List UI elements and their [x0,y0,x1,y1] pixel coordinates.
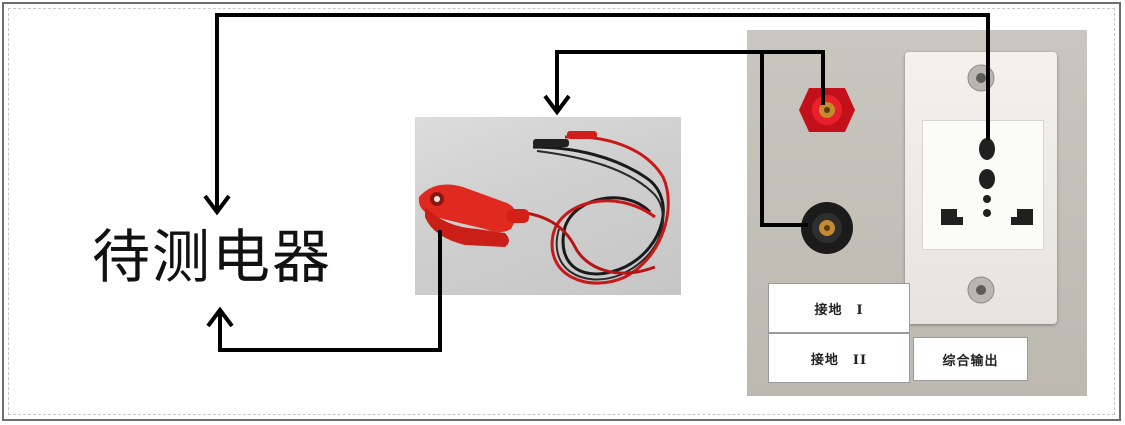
wire-black-terminal [762,52,808,225]
wire-red-terminal-to-lead [557,52,823,112]
wire-clip-to-device [220,230,440,350]
wire-outlet-to-device [217,15,988,212]
